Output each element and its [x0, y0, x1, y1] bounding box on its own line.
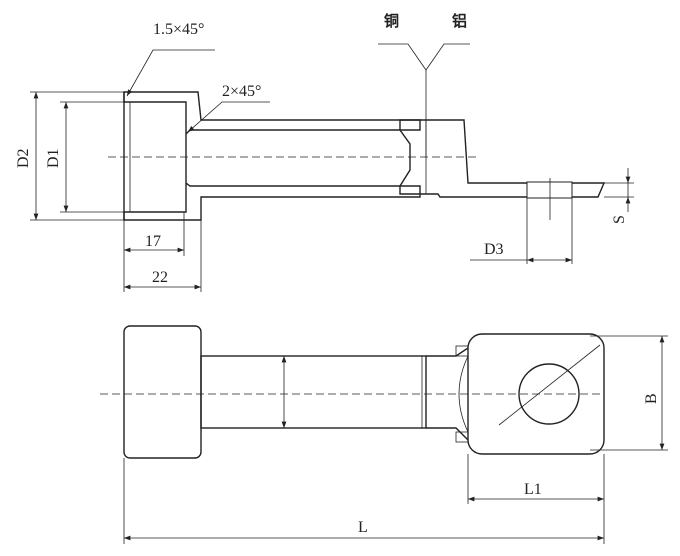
label-s: S [611, 215, 628, 224]
label-d1: D1 [45, 148, 62, 168]
aluminum-body [123, 91, 421, 221]
head-outline [123, 325, 202, 459]
label-aluminum: 铝 [452, 12, 467, 30]
label-b: B [643, 393, 660, 404]
label-d3: D3 [484, 241, 504, 258]
plan-view: B L1 L [100, 325, 668, 544]
label-d2: D2 [15, 148, 32, 168]
label-dim-22: 22 [152, 269, 168, 286]
label-dim-17: 17 [145, 233, 161, 250]
label-chamfer-2: 2×45° [222, 83, 261, 100]
copper-lug [399, 119, 606, 198]
label-l1: L1 [524, 481, 542, 498]
label-copper: 铜 [384, 12, 399, 30]
label-chamfer-1: 1.5×45° [153, 21, 204, 38]
lug-hole [518, 363, 580, 425]
section-view: 铜 铝 1.5×45° 2×45° D2 D1 17 22 D3 [15, 12, 634, 292]
label-l: L [358, 519, 368, 536]
shaft-outline [200, 355, 427, 429]
